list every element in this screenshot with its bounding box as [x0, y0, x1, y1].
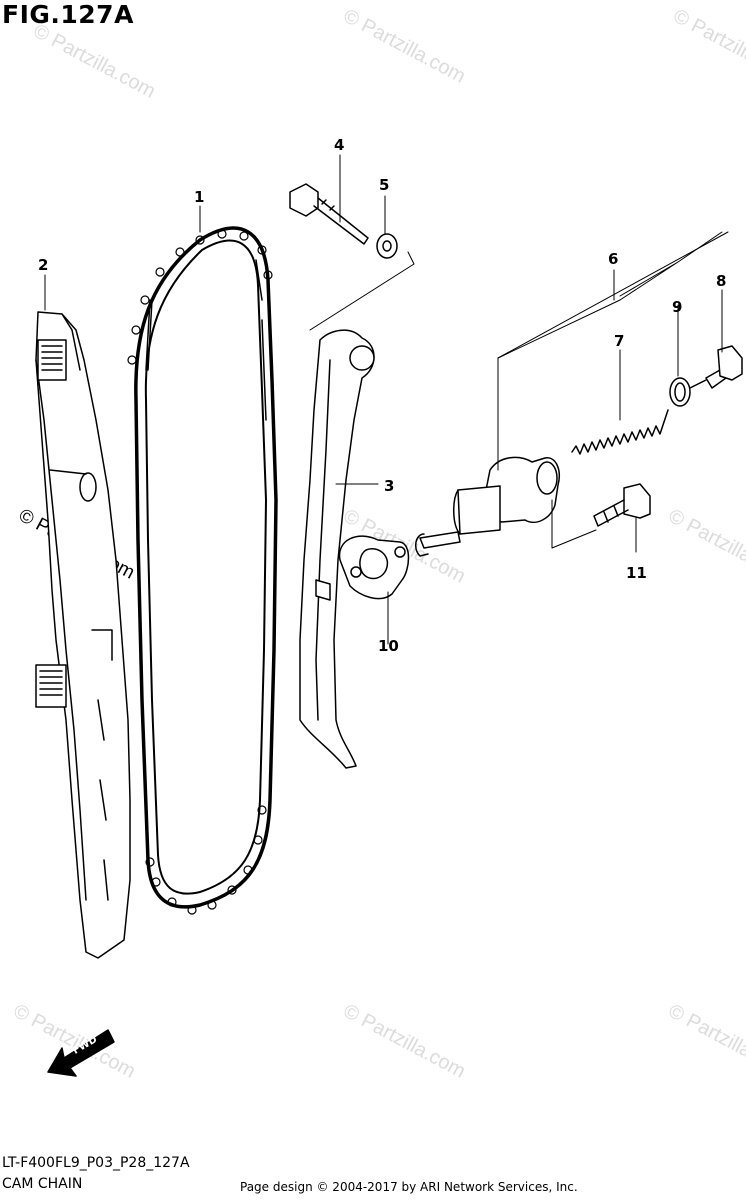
tensioner-arm-part [299, 329, 375, 769]
callout-7: 7 [614, 332, 625, 350]
callout-5: 5 [379, 176, 390, 194]
gasket-part [338, 535, 410, 600]
callout-8: 8 [716, 272, 727, 290]
callout-11: 11 [626, 564, 647, 582]
callout-2: 2 [38, 256, 49, 274]
plug-bolt-part [689, 345, 743, 389]
callout-4: 4 [334, 136, 345, 154]
figure-caption: CAM CHAIN [2, 1176, 83, 1192]
chain-links-bottom [145, 805, 267, 915]
figure-code: LT-F400FL9_P03_P28_127A [2, 1155, 190, 1171]
figure-title: FIG.127A [2, 0, 134, 29]
callout-6: 6 [608, 250, 619, 268]
chain-guide-part [35, 311, 131, 959]
callout-9: 9 [672, 298, 683, 316]
tensioner-adjuster-part [414, 456, 560, 557]
o-ring-part [669, 377, 691, 407]
callout-3: 3 [384, 477, 395, 495]
leader-lines [44, 154, 729, 645]
fwd-arrow-icon [47, 1029, 115, 1077]
bolt-part [289, 183, 369, 245]
chain-links-top [127, 229, 273, 365]
cam-chain-part [127, 226, 278, 915]
tensioner-bolt-part [593, 483, 651, 527]
copyright-notice: Page design © 2004-2017 by ARI Network S… [240, 1180, 578, 1194]
callout-1: 1 [194, 188, 205, 206]
callout-10: 10 [378, 637, 399, 655]
spring-part [571, 409, 669, 455]
washer-part [376, 233, 398, 259]
